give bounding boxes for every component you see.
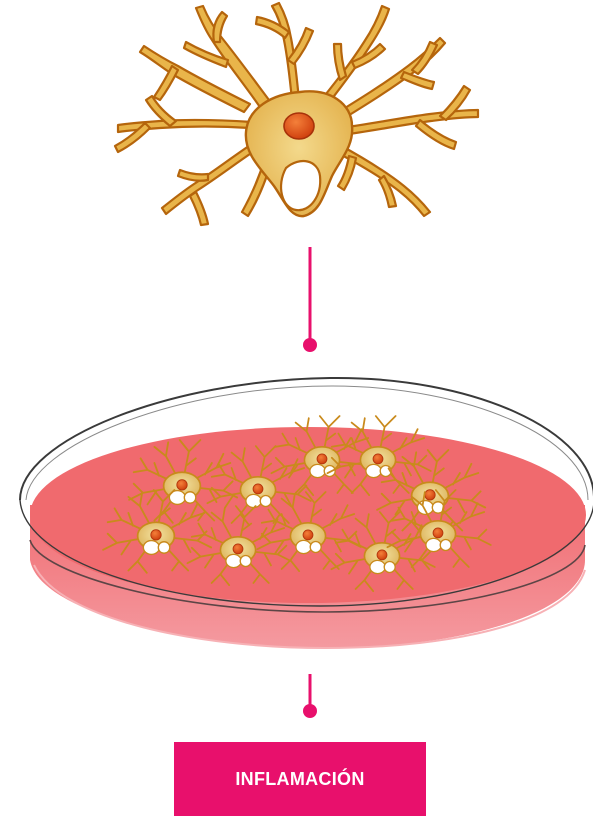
petri-dish-icon	[20, 378, 593, 648]
connector-line-top	[303, 247, 317, 352]
connector-dot-top	[303, 338, 317, 352]
connector-dot-bottom	[303, 704, 317, 718]
astrocyte-icon	[115, 3, 478, 225]
connector-line-bottom	[303, 674, 317, 718]
inflammation-label: INFLAMACIÓN	[174, 742, 426, 816]
inflammation-label-text: INFLAMACIÓN	[235, 769, 364, 790]
